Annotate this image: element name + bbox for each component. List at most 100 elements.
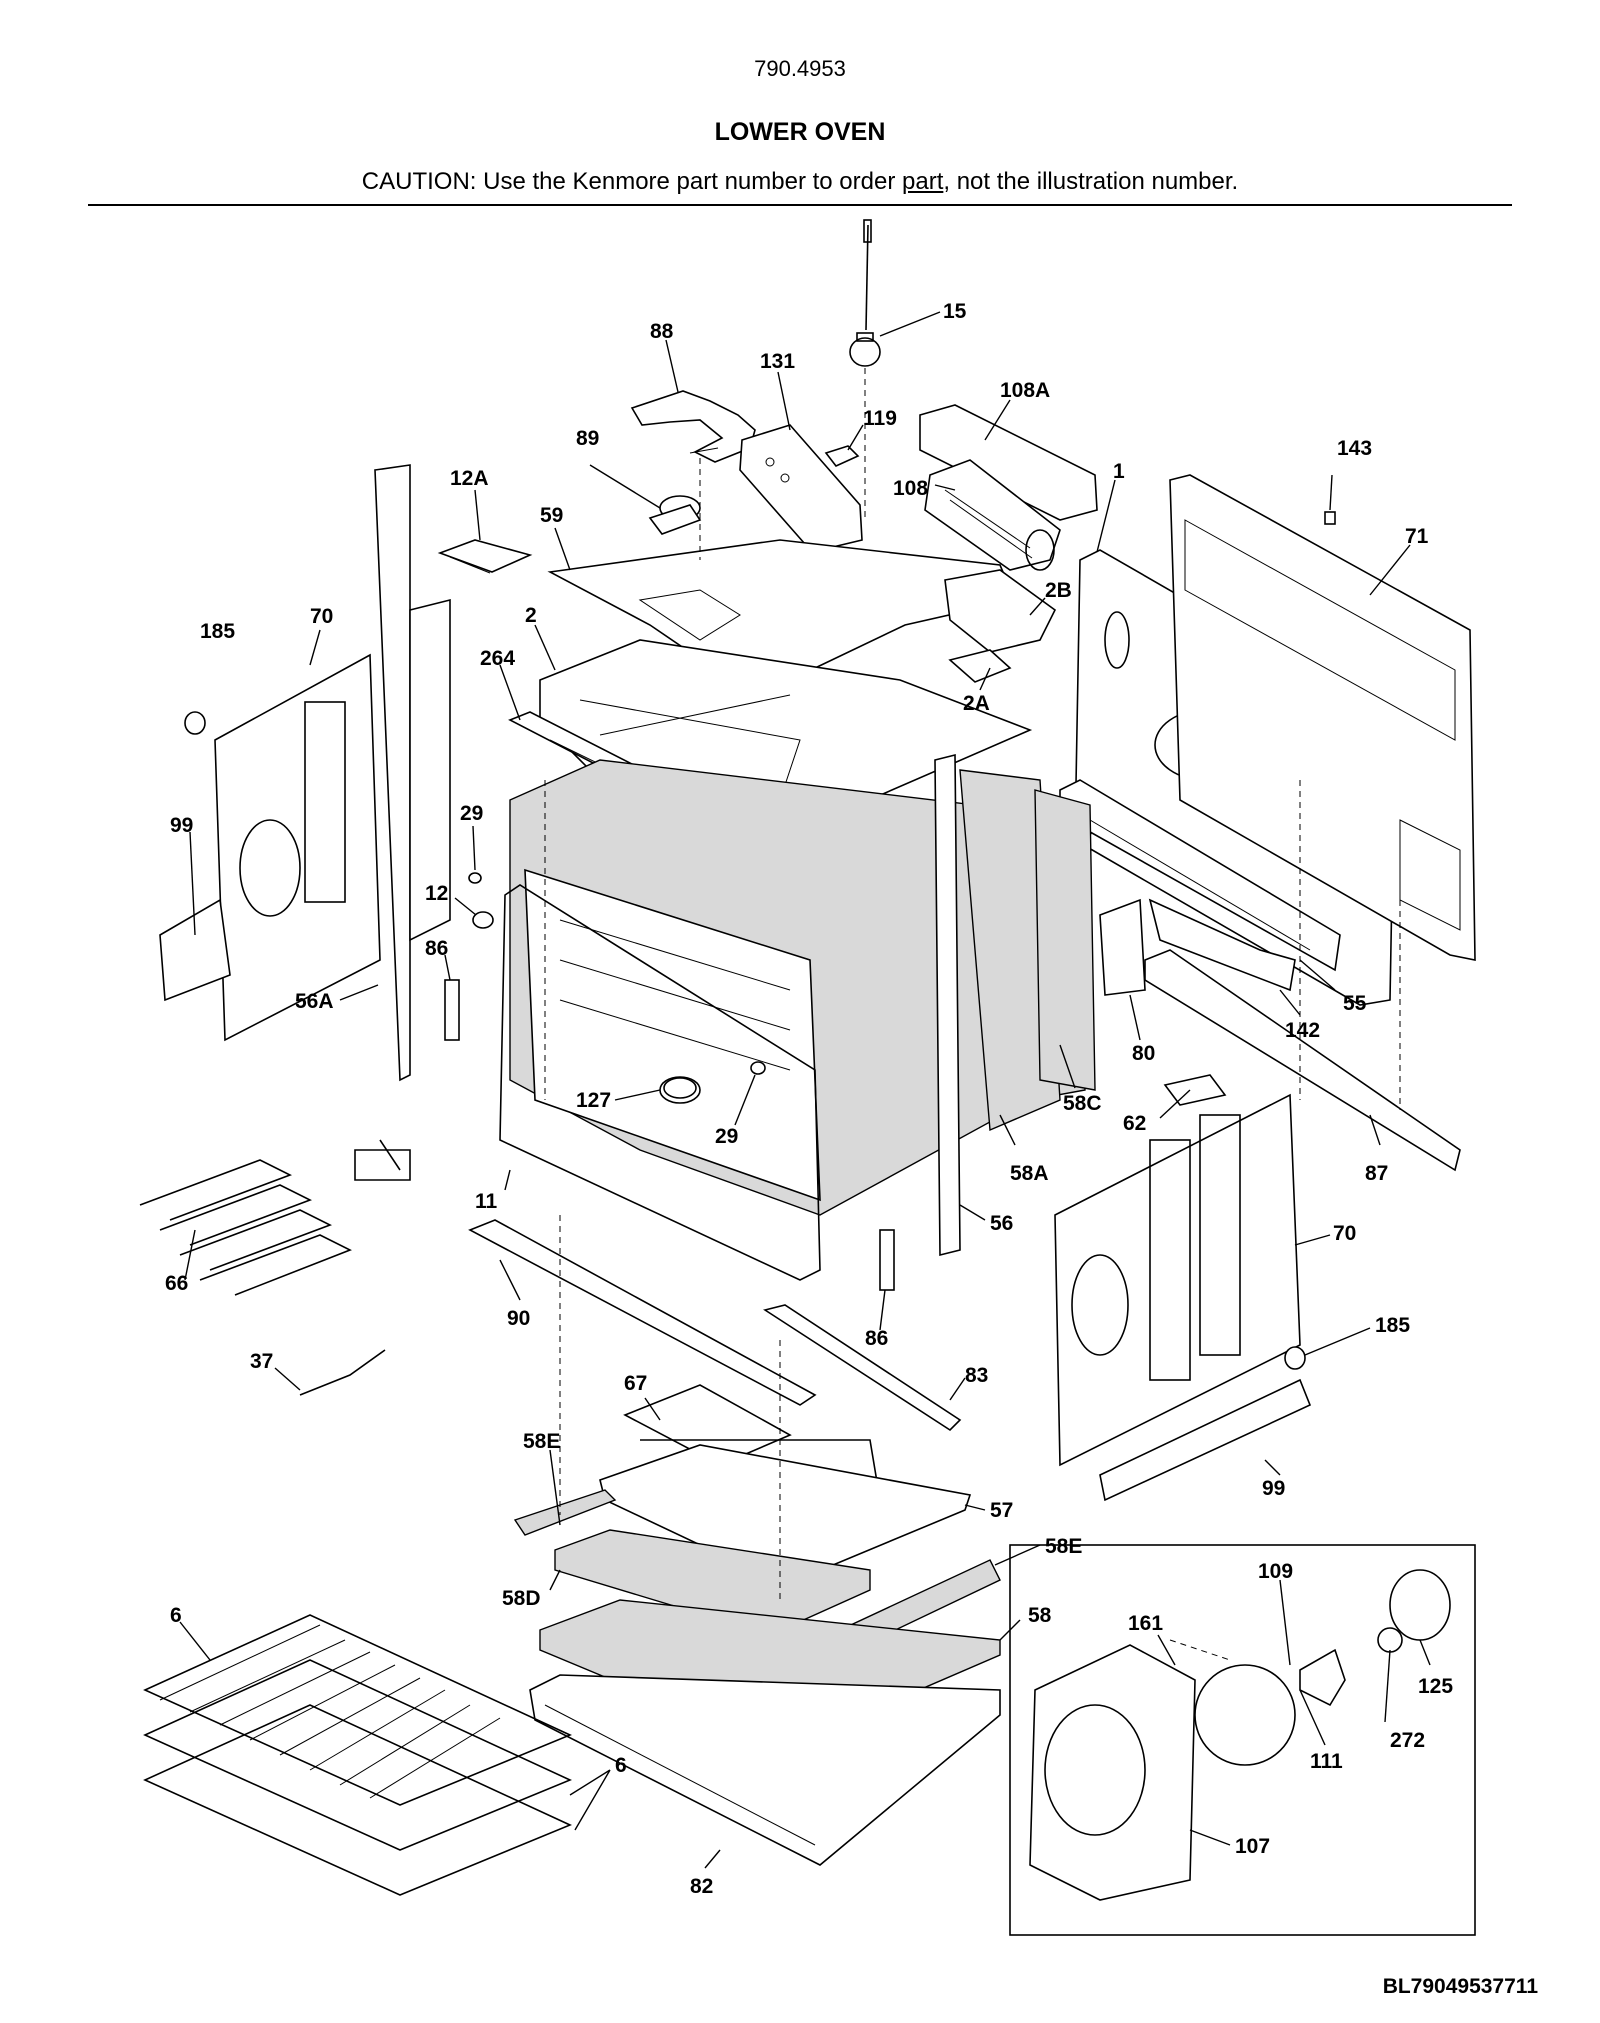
callout-59[interactable]: 59: [540, 504, 563, 527]
callout-56[interactable]: 56: [990, 1212, 1013, 1235]
callout-161[interactable]: 161: [1128, 1612, 1163, 1635]
callout-15[interactable]: 15: [943, 300, 967, 323]
part-trim-90[interactable]: [468, 1219, 817, 1406]
part-side-panel-70-right[interactable]: [1054, 1093, 1301, 1467]
callout-6-lower[interactable]: 6: [615, 1754, 627, 1777]
part-bracket-142[interactable]: [1148, 898, 1296, 992]
callout-89[interactable]: 89: [576, 427, 599, 450]
part-oven-rack-6-lower[interactable]: [143, 1704, 572, 1896]
callout-264[interactable]: 264: [480, 647, 515, 670]
part-terminal-block-62[interactable]: [1163, 1074, 1227, 1106]
callout-185-right[interactable]: 185: [1375, 1314, 1410, 1337]
part-fan-cover-108A[interactable]: [919, 404, 1098, 521]
callout-142[interactable]: 142: [1285, 1019, 1320, 1042]
part-fan-127[interactable]: [663, 1077, 697, 1099]
callout-86-right[interactable]: 86: [865, 1327, 888, 1350]
part-cooling-fan-108[interactable]: [924, 459, 1061, 571]
part-hinge-86-left[interactable]: [444, 979, 460, 1041]
part-bottom-pan-82[interactable]: [529, 1674, 1001, 1866]
callout-55[interactable]: 55: [1343, 992, 1367, 1015]
callout-86-left[interactable]: 86: [425, 937, 448, 960]
callout-56A[interactable]: 56A: [295, 990, 334, 1013]
callout-12A[interactable]: 12A: [450, 467, 489, 490]
part-bracket-2A[interactable]: [948, 649, 1012, 683]
part-gasket-11[interactable]: [499, 884, 821, 1281]
callout-70-left[interactable]: 70: [310, 605, 333, 628]
callout-66[interactable]: 66: [165, 1272, 188, 1295]
part-oven-rack-6-middle[interactable]: [143, 1659, 572, 1851]
part-side-panel-70-left[interactable]: [214, 653, 381, 1042]
part-side-frame-56A[interactable]: [374, 464, 451, 1082]
callout-1[interactable]: 1: [1113, 460, 1125, 483]
callout-108[interactable]: 108: [893, 477, 928, 500]
part-lamp-12[interactable]: [472, 911, 494, 929]
part-bracket-131[interactable]: [739, 424, 863, 553]
part-rear-wrapper-71[interactable]: [1169, 474, 1476, 961]
part-bracket-83[interactable]: [763, 1304, 962, 1432]
callout-70-right[interactable]: 70: [1333, 1222, 1356, 1245]
part-screw-29-upper[interactable]: [468, 872, 482, 884]
part-switch-119[interactable]: [824, 445, 860, 467]
part-probe-15[interactable]: [849, 219, 881, 367]
part-clip-143[interactable]: [1324, 511, 1336, 525]
part-hinge-86-right[interactable]: [879, 1229, 895, 1291]
callout-11[interactable]: 11: [475, 1190, 498, 1213]
callout-58C[interactable]: 58C: [1063, 1092, 1102, 1115]
callout-58[interactable]: 58: [1028, 1604, 1052, 1627]
part-bracket-80[interactable]: [1099, 898, 1146, 996]
callout-90[interactable]: 90: [507, 1307, 530, 1330]
callout-67[interactable]: 67: [624, 1372, 647, 1395]
callout-99-right[interactable]: 99: [1262, 1477, 1285, 1500]
part-insulation-58D[interactable]: [554, 1529, 871, 1636]
callout-57[interactable]: 57: [990, 1499, 1013, 1522]
callout-131[interactable]: 131: [760, 350, 795, 373]
part-plug-185-left[interactable]: [184, 711, 206, 735]
part-sensor-37[interactable]: [299, 1349, 386, 1396]
part-front-frame-56[interactable]: [934, 753, 961, 1257]
callout-108A[interactable]: 108A: [1000, 379, 1050, 402]
callout-2A[interactable]: 2A: [963, 692, 990, 715]
part-switch-89[interactable]: [648, 495, 702, 535]
callout-29-lower[interactable]: 29: [715, 1125, 738, 1148]
part-oven-rack-6-upper[interactable]: [143, 1614, 572, 1806]
callout-58D[interactable]: 58D: [502, 1587, 541, 1610]
callout-83[interactable]: 83: [965, 1364, 988, 1387]
callout-12[interactable]: 12: [425, 882, 448, 905]
callout-99-left[interactable]: 99: [170, 814, 193, 837]
callout-62[interactable]: 62: [1123, 1112, 1146, 1135]
part-bracket-2B[interactable]: [944, 569, 1057, 653]
callout-185-left[interactable]: 185: [200, 620, 235, 643]
callout-82[interactable]: 82: [690, 1875, 713, 1898]
callout-71[interactable]: 71: [1405, 525, 1429, 548]
callout-107[interactable]: 107: [1235, 1835, 1270, 1858]
callout-143[interactable]: 143: [1337, 437, 1372, 460]
callout-109[interactable]: 109: [1258, 1560, 1293, 1583]
callout-80[interactable]: 80: [1132, 1042, 1155, 1065]
part-screw-29-lower[interactable]: [750, 1061, 766, 1075]
part-insulation-58C[interactable]: [1034, 789, 1096, 1091]
part-channel-99-left[interactable]: [159, 898, 231, 1002]
part-insulation-58[interactable]: [539, 1599, 1001, 1751]
part-channel-99-right[interactable]: [1099, 1378, 1312, 1502]
callout-125[interactable]: 125: [1418, 1675, 1453, 1698]
callout-37[interactable]: 37: [250, 1350, 273, 1373]
callout-88[interactable]: 88: [650, 320, 674, 343]
callout-87[interactable]: 87: [1365, 1162, 1388, 1185]
callout-272[interactable]: 272: [1390, 1729, 1425, 1752]
callout-119[interactable]: 119: [863, 407, 897, 430]
callout-58E-right[interactable]: 58E: [1045, 1535, 1082, 1558]
callout-58E-left[interactable]: 58E: [523, 1430, 560, 1453]
caution-part-link[interactable]: part: [902, 168, 944, 195]
callout-29-upper[interactable]: 29: [460, 802, 483, 825]
part-broil-element-66[interactable]: [139, 1139, 411, 1296]
callout-58A[interactable]: 58A: [1010, 1162, 1049, 1185]
callout-2B[interactable]: 2B: [1045, 579, 1072, 602]
callout-6-upper[interactable]: 6: [170, 1604, 182, 1627]
part-plug-185-right[interactable]: [1284, 1346, 1306, 1370]
callout-2[interactable]: 2: [525, 604, 537, 627]
part-duct-88[interactable]: [630, 390, 756, 463]
part-rail-87[interactable]: [1144, 949, 1461, 1172]
part-deflector-12A[interactable]: [437, 539, 533, 574]
part-insulation-58E-left[interactable]: [513, 1489, 617, 1536]
callout-111[interactable]: 111: [1310, 1750, 1343, 1773]
